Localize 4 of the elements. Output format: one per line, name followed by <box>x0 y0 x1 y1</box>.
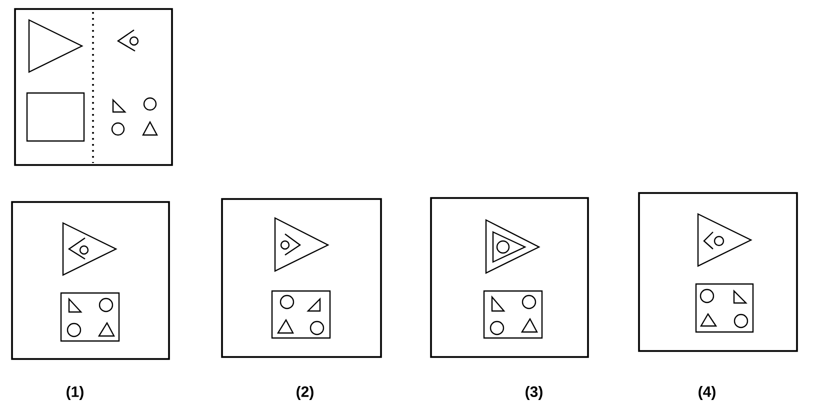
option-number: (3) <box>526 386 542 400</box>
option-number: (1) <box>66 386 84 400</box>
option-number: (4) <box>698 386 716 400</box>
option-number: (2) <box>296 386 314 400</box>
